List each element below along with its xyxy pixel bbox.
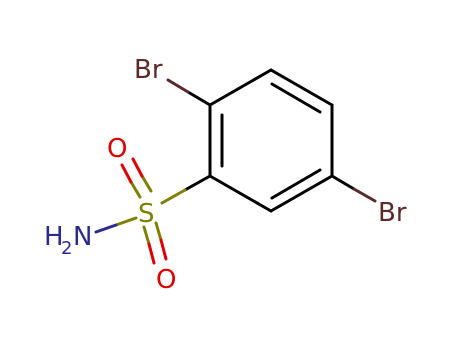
atom-label-amine-h: H <box>44 222 64 252</box>
substituent-bonds <box>94 78 377 265</box>
bond-c1-br-b <box>166 78 190 94</box>
ring-double-bond-inner-top <box>270 82 322 114</box>
atom-label-oxygen-top: O <box>107 134 127 164</box>
bond-c6-s-b <box>160 188 187 205</box>
bond-s-o-top-1b <box>120 163 133 184</box>
ring-bond-c2-c3 <box>269 68 334 107</box>
ring-bond-c1-c2 <box>208 68 273 107</box>
bond-c4-br-b <box>352 187 377 203</box>
bond-s-o-bottom-1 <box>142 225 151 246</box>
bond-s-o-bottom-2b <box>159 238 168 261</box>
bond-s-o-top-2b <box>131 157 144 178</box>
atom-label-oxygen-bottom: O <box>156 265 176 295</box>
atom-label-sulfur: S <box>138 199 155 229</box>
atom-label-br-right: Br <box>378 198 407 228</box>
bond-s-n-a <box>114 216 138 227</box>
ring-bond-c5-c6 <box>208 174 273 213</box>
ring-bond-c4-c5 <box>269 174 334 213</box>
bond-s-o-top-2 <box>140 174 153 193</box>
benzene-ring <box>208 68 334 213</box>
bond-c4-br-a <box>330 174 356 191</box>
atom-label-br-top: Br <box>134 55 163 85</box>
atom-label-amine-subscript: 2 <box>61 238 72 259</box>
atom-label-amine-n: N <box>73 222 92 252</box>
bond-s-o-bottom-1b <box>147 242 156 265</box>
bond-s-o-bottom-2 <box>154 221 163 242</box>
bond-s-n-b <box>94 223 118 234</box>
bond-c1-br-a <box>186 90 212 107</box>
bond-c6-s-a <box>183 174 212 192</box>
ring-double-bond-inner-bottom-right <box>270 168 322 200</box>
bond-s-o-top-1 <box>129 180 142 199</box>
